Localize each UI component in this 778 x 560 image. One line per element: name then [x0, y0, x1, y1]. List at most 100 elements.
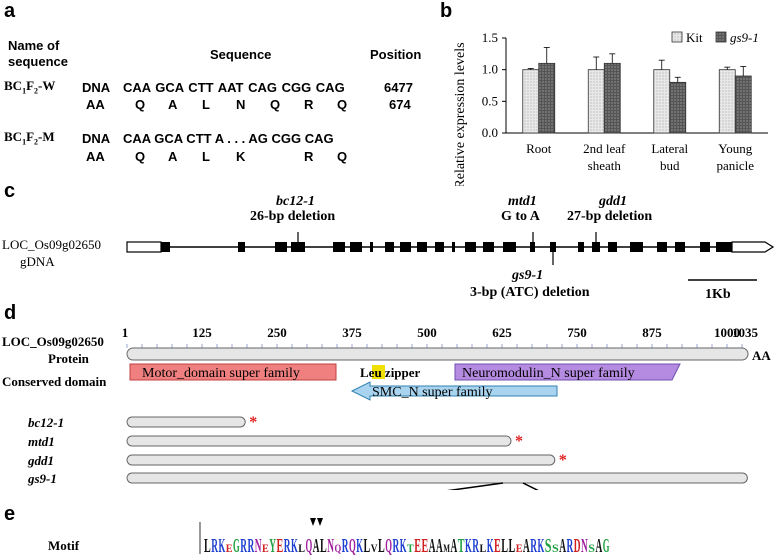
logo-letter: K [487, 535, 494, 557]
gs91-desc: 3-bp (ATC) deletion [470, 285, 590, 300]
utr5 [126, 241, 162, 253]
dna-seq-w: CAA GCA CTT AAT CAG CGG CAG [123, 80, 345, 95]
logo-letter: A [523, 535, 530, 557]
deletion-marker [317, 518, 323, 526]
mutant-name: bc12-1 [28, 415, 64, 430]
aa-w-3: L [202, 97, 210, 112]
logo-letter: Y [269, 535, 276, 557]
zoom-line-left [447, 482, 504, 490]
mutant-bar [126, 416, 246, 428]
motor-domain-label: Motor_domain super family [142, 366, 300, 381]
mutant-name: gdd1 [27, 453, 54, 468]
bar [587, 69, 605, 134]
logo-letter: E [422, 535, 429, 557]
mtd1-desc: G to A [501, 209, 540, 224]
exon [400, 242, 411, 252]
aa-w-5: Q [270, 97, 281, 112]
logo-letter: L [204, 535, 211, 557]
y-tick-label: 0.0 [482, 125, 498, 140]
mutant-bar [126, 435, 512, 447]
exon [630, 242, 643, 252]
x-tick-label: bud [660, 158, 680, 173]
exon [161, 242, 170, 252]
legend-label-gs9: gs9-1 [730, 30, 759, 45]
logo-letter: M [443, 541, 450, 555]
protein-label: Protein [48, 351, 89, 366]
legend-swatch-kit [671, 31, 683, 43]
exon [530, 242, 535, 252]
exon [503, 242, 516, 252]
gene-structure [126, 232, 775, 281]
exon [592, 242, 600, 252]
protein-bar [126, 347, 749, 361]
logo-letter: L [509, 535, 516, 557]
logo-letter: G [603, 535, 610, 557]
aa-m-6: R [304, 149, 314, 164]
logo-letter: T [407, 541, 414, 555]
name-header: Name of sequence [8, 38, 68, 70]
aa-m-2: A [168, 149, 178, 164]
logo-letter: R [240, 535, 247, 557]
panel-b-letter: b [440, 0, 453, 22]
name-header-line1: Name of [8, 38, 60, 53]
seq-name-w-base: BC [4, 78, 23, 93]
panel-c-letter: c [4, 180, 16, 202]
truncation-star: * [515, 433, 523, 450]
aa-tick-label: 1035 [732, 325, 759, 340]
bar [718, 69, 736, 134]
aa-tick-label: 500 [417, 325, 437, 340]
logo-letter: N [327, 535, 334, 557]
exon [657, 242, 667, 252]
exon [550, 242, 556, 252]
scale-label: 1Kb [705, 287, 731, 302]
logo-letter: R [393, 535, 400, 557]
bar [734, 75, 752, 134]
logo-letter: T [458, 535, 465, 557]
logo-letter: L [298, 541, 305, 555]
aa-unit-label: AA [752, 348, 771, 363]
neuromodulin-domain [454, 363, 681, 381]
dna-seq-m: CAA GCA CTT A . . . AG CGG CAG [123, 131, 334, 146]
logo-letter: R [248, 535, 255, 557]
bc12-name: bc12-1 [276, 194, 315, 209]
seq-name-m-tail: -M [38, 129, 55, 144]
logo-letter: N [581, 535, 588, 557]
logo-letter: K [465, 535, 472, 557]
seq-name-m-base: BC [4, 129, 23, 144]
exon [716, 242, 732, 252]
leu-zipper-label: Leu zipper [360, 365, 421, 380]
x-tick-label: panicle [716, 158, 754, 173]
exon [465, 242, 476, 252]
bar [522, 69, 540, 134]
exon [483, 242, 494, 252]
deletion-marker [310, 518, 316, 526]
seq-name-w-mid: F [26, 78, 35, 93]
dna-label-w: DNA [82, 80, 111, 95]
logo-letter: L [378, 535, 385, 557]
x-tick-label: sheath [588, 158, 622, 173]
logo-letter: K [219, 535, 226, 557]
exon [370, 242, 373, 252]
exon [333, 242, 345, 252]
logo-letter: Q [306, 535, 313, 557]
seq-name-w-tail: -W [38, 78, 56, 93]
logo-letter: R [342, 535, 349, 557]
gene-label-line1: LOC_Os09g02650 [2, 237, 101, 252]
logo-letter: A [313, 535, 320, 557]
mutant-bar [126, 454, 556, 466]
logo-letter: R [530, 535, 537, 557]
gene-label-line2: gDNA [20, 254, 55, 269]
logo-letter: A [436, 535, 443, 557]
aa-m-3: L [202, 149, 210, 164]
logo-letter: L [480, 541, 487, 555]
logo-letter: A [559, 535, 566, 557]
logo-letter: Q [385, 535, 392, 557]
aa-m-4: K [236, 149, 246, 164]
bar [538, 62, 556, 134]
logo-letter: L [501, 535, 508, 557]
mutant-bar [126, 472, 748, 484]
aa-w-7: Q [337, 97, 348, 112]
x-tick-label: Lateral [651, 141, 688, 156]
